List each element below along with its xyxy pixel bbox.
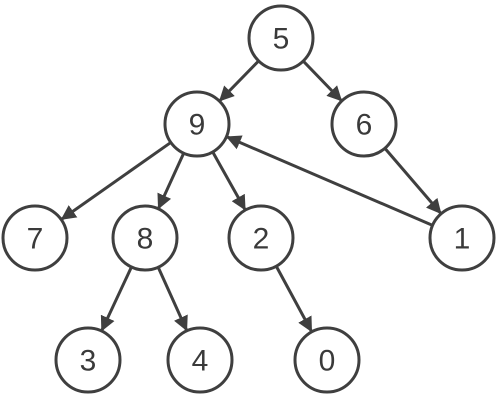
edge-n9-to-n7 [60, 141, 172, 221]
node-label: 3 [80, 345, 97, 378]
edges-layer [60, 59, 442, 333]
node-n1: 1 [428, 204, 496, 272]
node-n6: 6 [330, 90, 398, 158]
node-label: 9 [189, 109, 206, 142]
node-n8: 8 [111, 204, 179, 272]
node-label: 7 [27, 223, 44, 256]
node-n3: 3 [54, 326, 122, 394]
edge-n5-to-n6 [302, 59, 343, 102]
node-n2: 2 [227, 204, 295, 272]
node-label: 2 [253, 223, 270, 256]
edge-n9-to-n2 [211, 151, 247, 211]
node-circle [54, 326, 122, 394]
edge-n8-to-n4 [156, 266, 188, 332]
node-circle [166, 326, 234, 394]
edge-n2-to-n0 [274, 265, 313, 333]
node-label: 0 [319, 345, 336, 378]
node-label: 8 [137, 223, 154, 256]
node-label: 6 [356, 109, 373, 142]
node-label: 5 [273, 23, 290, 56]
edge-n1-to-n9 [225, 135, 434, 227]
node-circle [428, 204, 496, 272]
node-circle [1, 204, 69, 272]
node-label: 4 [192, 345, 209, 378]
node-n5: 5 [247, 4, 315, 72]
node-n0: 0 [293, 326, 361, 394]
node-circle [247, 4, 315, 72]
node-circle [227, 204, 295, 272]
node-label: 1 [454, 223, 471, 256]
node-n9: 9 [163, 90, 231, 158]
edge-n8-to-n3 [100, 266, 133, 332]
edge-n5-to-n9 [218, 59, 260, 102]
node-n7: 7 [1, 204, 69, 272]
node-circle [293, 326, 361, 394]
node-circle [111, 204, 179, 272]
edge-n9-to-n8 [157, 152, 186, 210]
node-n4: 4 [166, 326, 234, 394]
node-circle [330, 90, 398, 158]
node-circle [163, 90, 231, 158]
nodes-layer: 5 9 6 7 8 2 1 3 4 0 [1, 4, 496, 394]
edge-n6-to-n1 [383, 147, 442, 215]
